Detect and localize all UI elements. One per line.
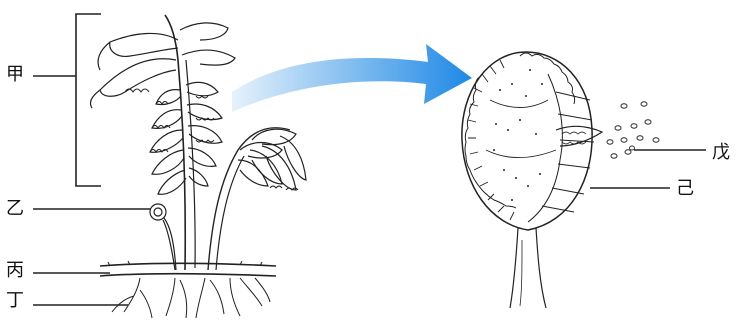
second-frond [208, 128, 306, 270]
fern-plant [33, 14, 306, 318]
main-frond [90, 15, 235, 270]
leaf-bracket [76, 14, 101, 186]
label-ding-roots: 丁 [6, 292, 24, 310]
label-yi-fiddlehead: 乙 [6, 200, 24, 218]
fiddlehead [150, 204, 176, 270]
label-ji-sporangium: 己 [676, 180, 694, 198]
sporangium [462, 52, 602, 308]
sporangium-stalk [510, 228, 546, 308]
label-jia-leaf: 甲 [6, 66, 24, 84]
label-wu-spores: 戊 [712, 144, 730, 162]
texture-dots [493, 69, 543, 201]
rhizome [100, 261, 276, 276]
annulus [465, 53, 575, 220]
roots [112, 278, 270, 318]
arrow-icon [232, 44, 472, 112]
label-bing-rhizome: 丙 [6, 262, 24, 280]
